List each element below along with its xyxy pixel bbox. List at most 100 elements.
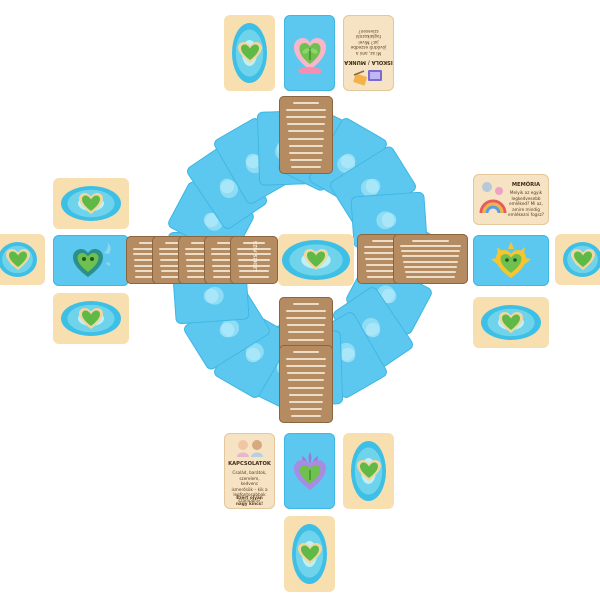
text-line	[185, 258, 219, 261]
text-line	[290, 414, 322, 417]
island-card-bottom-edge[interactable]	[284, 516, 335, 592]
text-line	[139, 242, 161, 244]
question-card[interactable]	[279, 345, 333, 423]
heart-island-icon	[237, 42, 262, 63]
text-line	[133, 258, 167, 261]
heart-island-icon	[499, 311, 523, 333]
text-line	[286, 317, 326, 320]
text-line	[160, 264, 192, 267]
heart-island-icon	[304, 249, 328, 270]
island-card-left-top[interactable]	[53, 178, 129, 229]
text-line	[212, 270, 244, 273]
text-line	[363, 246, 406, 248]
text-line	[402, 260, 459, 263]
text-line	[286, 324, 326, 327]
question-card[interactable]	[393, 234, 468, 284]
special-card-bottom[interactable]	[284, 433, 335, 509]
text-line	[290, 165, 322, 168]
text-line	[293, 303, 319, 305]
text-line	[184, 247, 220, 250]
card-text-lines	[184, 242, 220, 278]
memory-rainbow-icon	[479, 182, 507, 214]
text-line	[185, 253, 219, 256]
info-card-body: Család, barátok, szerelem, kedvenc ismer…	[231, 470, 268, 503]
info-card-title: MEMÓRIA	[511, 182, 541, 188]
text-line	[286, 116, 326, 119]
text-line	[158, 247, 194, 250]
lotus-heart-icon	[293, 452, 326, 490]
island-card-left-edge[interactable]	[0, 234, 45, 285]
text-line	[285, 358, 327, 361]
info-card-body: Mi az, ami a jövődről eszedbe jut? Mivel…	[350, 28, 387, 56]
heart-island-icon	[79, 192, 103, 214]
text-line	[288, 338, 324, 341]
text-line	[285, 109, 327, 112]
text-line	[211, 253, 245, 256]
text-line	[399, 245, 462, 248]
text-line	[293, 351, 319, 353]
text-line	[187, 275, 217, 278]
text-line	[186, 264, 218, 267]
text-line	[217, 242, 239, 244]
island-card-center[interactable]	[278, 234, 354, 286]
text-line	[286, 365, 326, 368]
card-text-lines	[285, 102, 327, 168]
card-text-lines	[399, 240, 462, 278]
info-card-title: KAPCSOLATOK	[228, 461, 271, 467]
text-line	[404, 270, 457, 273]
text-line	[403, 265, 458, 268]
text-line	[286, 123, 326, 126]
text-line	[405, 275, 456, 278]
text-line	[293, 102, 319, 104]
info-card-top[interactable]: ISKOLA / MUNKA Mi az, ami a jövődről esz…	[343, 15, 394, 91]
info-card-footer: Ezért olyan nagy kincs!	[235, 495, 264, 506]
text-line	[364, 252, 405, 254]
special-card-left[interactable]	[53, 235, 129, 286]
text-line	[239, 275, 269, 278]
text-line	[134, 264, 166, 267]
sun-heart-icon	[491, 241, 531, 278]
question-card[interactable]	[279, 96, 333, 174]
question-card[interactable]	[230, 236, 278, 284]
text-line	[243, 242, 265, 244]
island-card-top-left[interactable]	[224, 15, 275, 91]
island-card-right-bottom[interactable]	[473, 297, 549, 348]
text-line	[161, 275, 191, 278]
sprout-heart-icon	[293, 38, 326, 74]
card-text-lines	[236, 242, 272, 278]
special-card-top[interactable]	[284, 15, 335, 91]
text-line	[288, 393, 324, 396]
text-line	[165, 242, 187, 244]
info-card-bottom[interactable]: KAPCSOLATOK Család, barátok, szerelem, k…	[224, 433, 275, 509]
text-line	[287, 331, 325, 334]
text-line	[401, 255, 460, 258]
special-card-right[interactable]	[473, 235, 549, 286]
flame-heart-icon	[73, 241, 111, 277]
island-card-right-edge[interactable]	[555, 234, 600, 285]
card-text-lines	[210, 242, 246, 278]
text-line	[159, 253, 193, 256]
text-line	[286, 372, 326, 375]
text-line	[365, 264, 404, 266]
info-card-body: Melyik az egyik legkedvesebb emléked? Mi…	[508, 190, 544, 218]
info-card-right[interactable]: MEMÓRIA Melyik az egyik legkedvesebb eml…	[473, 174, 549, 225]
heart-island-icon	[356, 460, 381, 481]
text-line	[236, 247, 272, 250]
text-line	[212, 264, 244, 267]
card-text-lines	[285, 351, 327, 417]
text-line	[290, 158, 322, 161]
text-line	[288, 386, 324, 389]
island-card-left-bottom[interactable]	[53, 293, 129, 344]
text-line	[211, 258, 245, 261]
text-line	[371, 240, 398, 242]
island-card-bottom-right[interactable]	[343, 433, 394, 509]
text-line	[159, 258, 193, 261]
text-line	[288, 137, 324, 140]
text-line	[364, 258, 405, 260]
text-line	[411, 240, 450, 242]
text-line	[400, 250, 461, 253]
card-text-lines	[363, 240, 406, 278]
text-line	[287, 130, 325, 133]
text-line	[287, 379, 325, 382]
